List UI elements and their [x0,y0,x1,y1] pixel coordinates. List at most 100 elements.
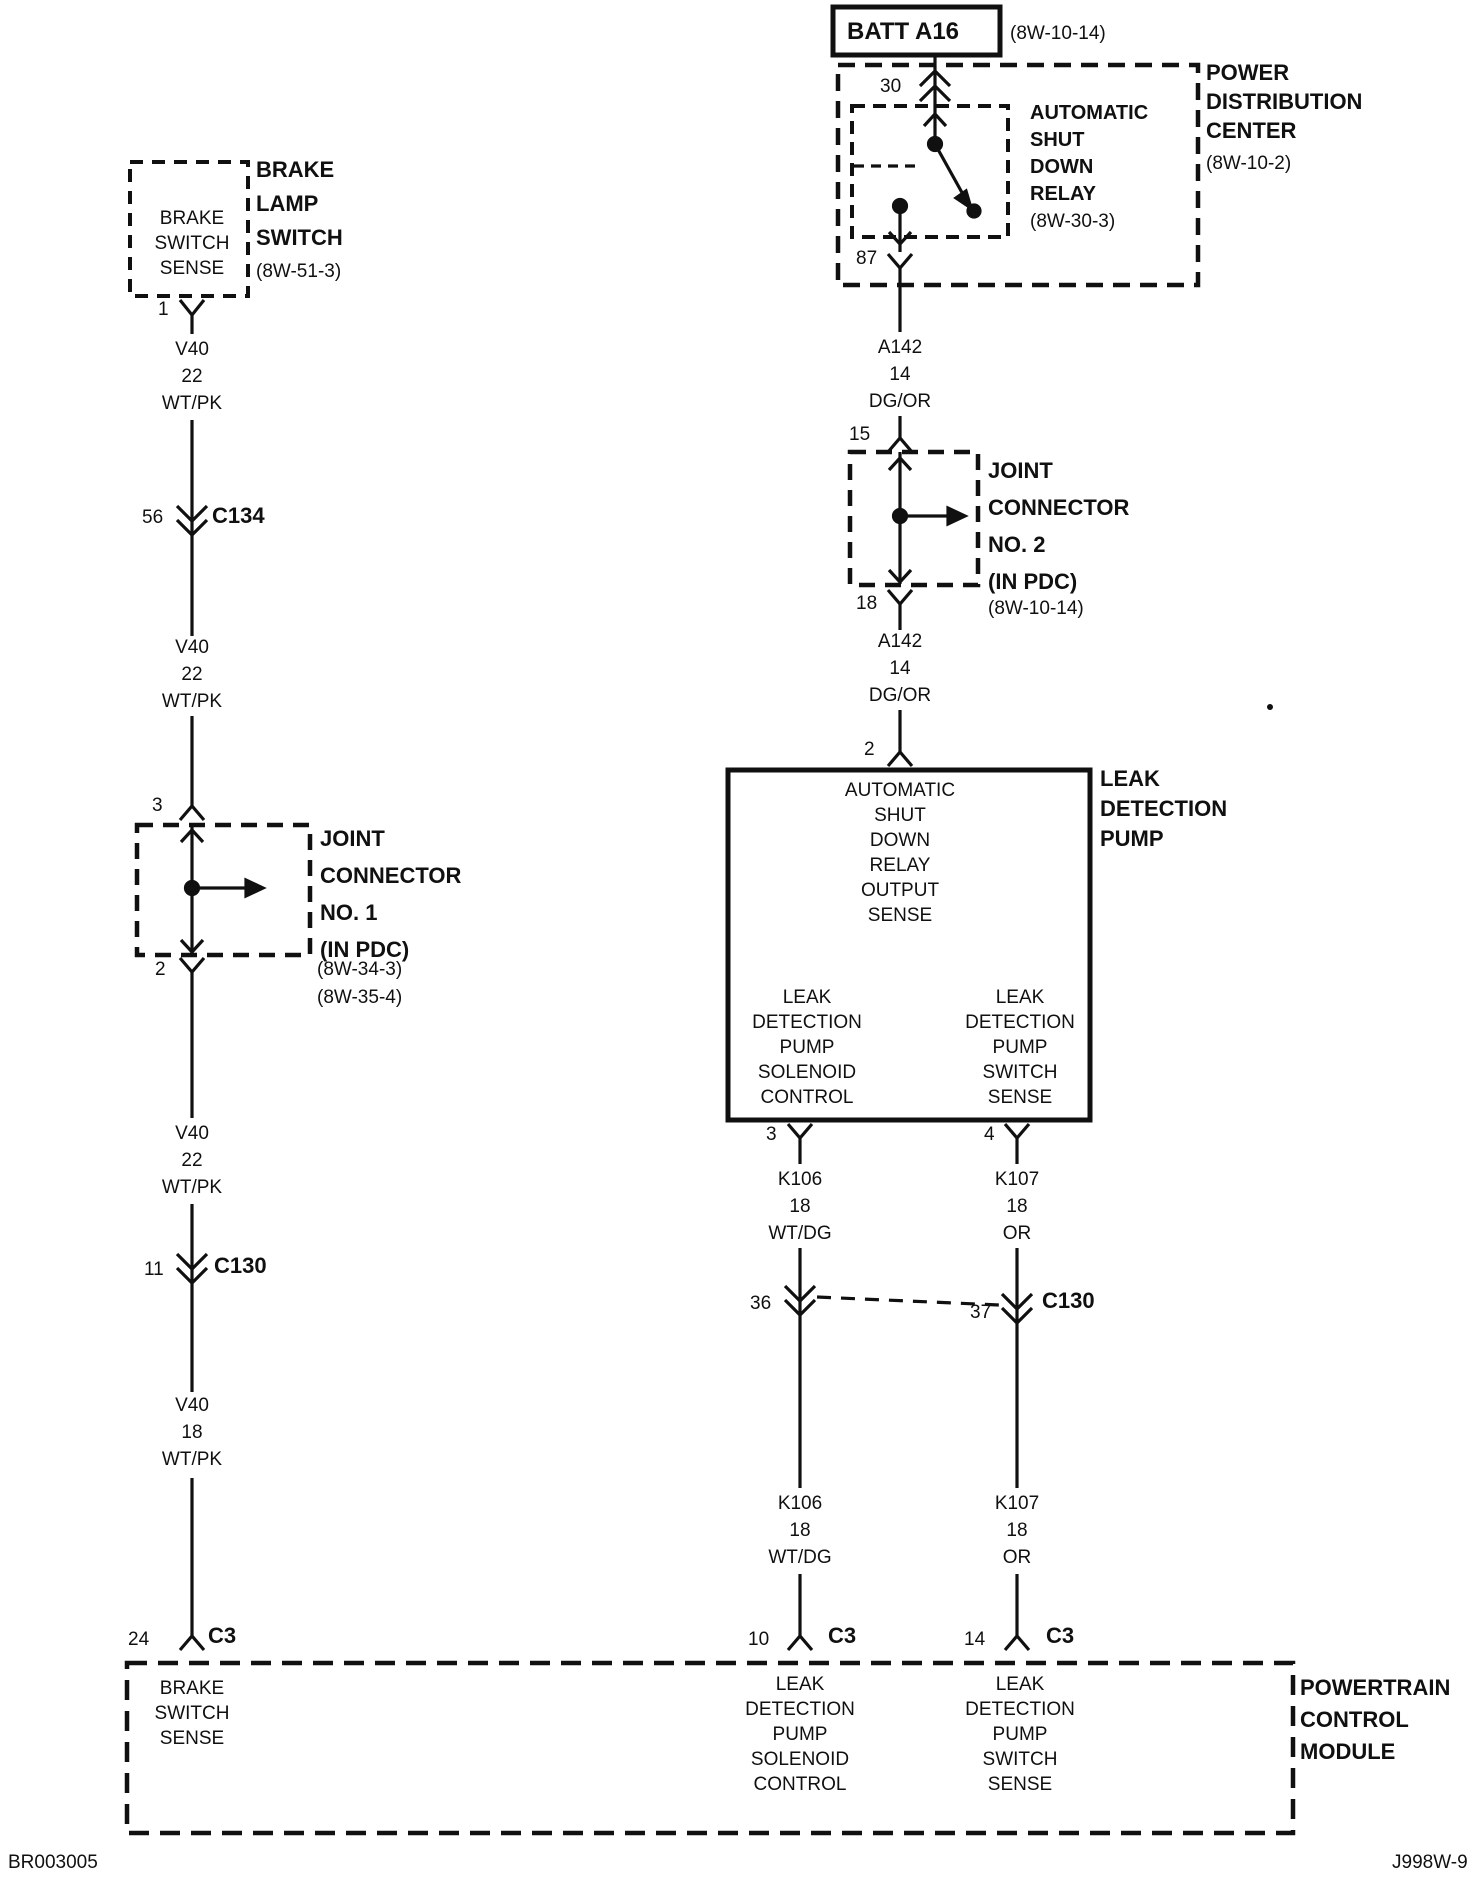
ldp-port-solenoid: LEAK DETECTION PUMP SOLENOID CONTROL [752,987,862,1108]
brake-lamp-switch-port: BRAKE SWITCH SENSE [154,208,230,279]
brake-lamp-switch-name: BRAKE LAMP SWITCH [256,157,343,250]
pin-3-ldp: 3 [766,1124,777,1145]
pin-1: 1 [158,299,169,320]
ldp-port-asd-sense: AUTOMATIC SHUT DOWN RELAY OUTPUT SENSE [844,780,956,926]
flow-arrow-icon [179,938,205,955]
leak-detection-pump-box [725,767,1093,1123]
terminal-icon [1003,1633,1031,1652]
terminal-icon [178,956,206,975]
wire-label-k106-2: K106 18 WT/DG [768,1493,832,1568]
pcm-port-switch: LEAK DETECTION PUMP SWITCH SENSE [965,1674,1075,1795]
pin-10: 10 [748,1629,770,1650]
pin-2-jc1: 2 [155,959,166,980]
pin-14: 14 [964,1629,986,1650]
inline-connector-icon [783,1284,817,1304]
terminal-icon [786,1122,814,1141]
pin-30: 30 [880,76,902,97]
terminal-icon [178,1633,206,1652]
wire-label-k106-1: K106 18 WT/DG [768,1169,832,1244]
splice-arrow-icon [244,877,267,899]
pin-36: 36 [750,1293,772,1314]
pin-24: 24 [128,1629,150,1650]
footer-left-code: BR003005 [8,1852,98,1873]
brake-sense-wire [175,299,267,1652]
pin-87: 87 [856,248,878,269]
ldp-port-switch: LEAK DETECTION PUMP SWITCH SENSE [965,987,1075,1108]
brake-lamp-switch-box [128,160,250,298]
pdc-box [835,62,1201,288]
inline-connector-icon [175,1252,209,1272]
pin-56: 56 [142,507,164,528]
flow-arrow-icon [922,111,948,128]
pin-18: 18 [856,593,878,614]
pin-11: 11 [144,1259,164,1280]
brake-lamp-switch-ref: (8W-51-3) [256,261,342,282]
pin-3-jc1: 3 [152,795,163,816]
wire-label-k107-2: K107 18 OR [994,1493,1040,1568]
joint-connector-2-name: JOINT CONNECTOR NO. 2 (IN PDC) [988,458,1130,594]
inline-connector-icon [175,504,209,524]
k106-wire [783,1122,817,1652]
terminal-icon [886,435,914,454]
inline-connector-icon [918,83,952,103]
terminal-icon [886,588,914,607]
joint-connector-1-box [134,822,313,958]
wire-label-a142-1: A142 14 DG/OR [868,337,932,412]
relay-arm-arrow-icon [953,188,974,212]
scan-artifact-dot [1267,704,1273,710]
battery-feed-ref: (8W-10-14) [1010,23,1106,44]
wire-label-v40-1: V40 22 WT/PK [161,339,223,414]
asd-feed-wire [854,55,982,768]
connector-c134-label: C134 [212,503,265,528]
battery-feed-box [830,4,1003,58]
terminal-icon [1003,1122,1031,1141]
flow-arrow-icon [887,230,913,247]
pcm-box [124,1660,1296,1836]
flow-arrow-icon [179,827,205,844]
asd-relay-ref: (8W-30-3) [1030,211,1116,232]
battery-feed-label: BATT A16 [847,18,960,45]
terminal-icon [786,1633,814,1652]
connector-c3-center-label: C3 [828,1623,857,1648]
joint-connector-2-ref: (8W-10-14) [988,598,1084,619]
pdc-ref: (8W-10-2) [1206,153,1292,174]
pin-4-ldp: 4 [984,1124,995,1145]
inline-connector-icon [175,518,209,538]
inline-connector-icon [175,1266,209,1286]
inline-connector-icon [1000,1292,1034,1312]
pcm-port-solenoid: LEAK DETECTION PUMP SOLENOID CONTROL [745,1674,855,1795]
inline-connector-icon [1000,1306,1034,1326]
wire-label-v40-18: V40 18 WT/PK [161,1395,223,1470]
terminal-icon [178,299,206,318]
connector-c3-right-label: C3 [1046,1623,1075,1648]
pcm-name: POWERTRAIN CONTROL MODULE [1300,1675,1451,1764]
terminal-icon [178,803,206,822]
pin-37: 37 [970,1302,992,1323]
footer-right-code: J998W-9 [1392,1852,1468,1873]
wire-label-v40-2: V40 22 WT/PK [161,637,223,712]
splice-arrow-icon [946,505,969,527]
connector-c130-left-label: C130 [214,1253,267,1278]
joint-connector-1-refs: (8W-34-3) (8W-35-4) [317,959,403,1008]
leak-detection-pump-name: LEAK DETECTION PUMP [1100,766,1228,851]
asd-relay-box [850,104,1010,239]
wire-label-k107-1: K107 18 OR [994,1169,1040,1244]
pin-15: 15 [849,424,871,445]
pdc-name: POWER DISTRIBUTION CENTER [1206,60,1363,143]
asd-relay-name: AUTOMATIC SHUT DOWN RELAY [1030,102,1149,205]
flow-arrow-icon [887,568,913,585]
wire-label-a142-2: A142 14 DG/OR [868,631,932,706]
inline-connector-icon [918,68,952,88]
c130-tie-line [816,1295,1000,1307]
inline-connector-icon [783,1298,817,1318]
terminal-icon [886,749,914,768]
terminal-icon [886,252,914,271]
pin-2-ldp: 2 [864,739,875,760]
pcm-port-brake: BRAKE SWITCH SENSE [154,1678,230,1749]
connector-c3-left-label: C3 [208,1623,237,1648]
joint-connector-1-name: JOINT CONNECTOR NO. 1 (IN PDC) [320,826,462,962]
wire-label-v40-3: V40 22 WT/PK [161,1123,223,1198]
connector-c130-right-label: C130 [1042,1288,1095,1313]
